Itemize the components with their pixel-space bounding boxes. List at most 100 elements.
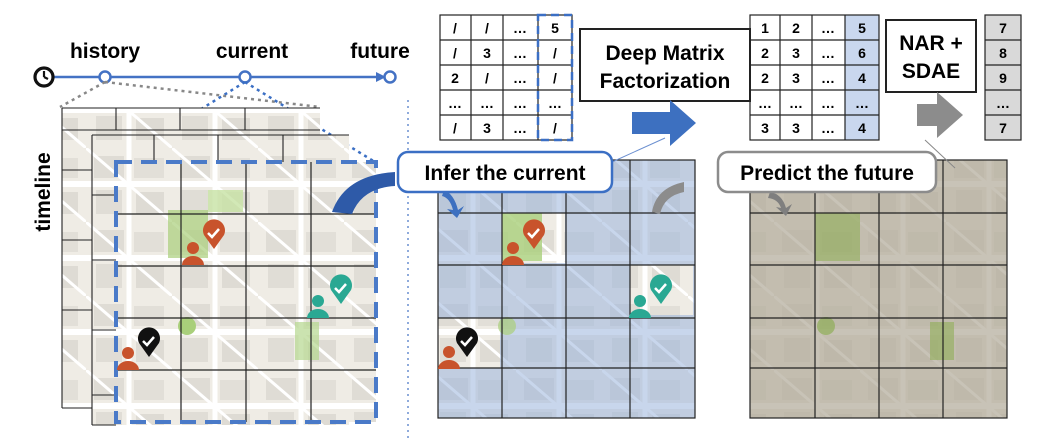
current-marker — [238, 70, 252, 84]
filled-matrix-cell: 4 — [858, 70, 866, 86]
current-projection-line — [244, 80, 376, 164]
nar-sdae-step: NAR + SDAE — [885, 19, 977, 93]
future-label: future — [350, 40, 410, 63]
inferred-current-map — [437, 159, 696, 419]
prediction-column: 7 8 9 … 7 — [984, 14, 1022, 141]
infer-current-text: Infer the current — [424, 162, 585, 185]
nar-label-line2: SDAE — [902, 60, 960, 83]
predict-future-callout: Predict the future — [716, 150, 938, 194]
sparse-matrix-cell: … — [513, 95, 527, 111]
sparse-matrix-cell: … — [548, 95, 562, 111]
sparse-matrix-cell: … — [513, 70, 527, 86]
location-pin-icon-red — [523, 219, 545, 249]
timeline: history current future timeline — [32, 40, 410, 232]
dmf-arrow — [632, 100, 696, 146]
history-projection-line — [59, 80, 106, 109]
sparse-matrix-cell: 3 — [483, 120, 491, 136]
park-area — [208, 190, 243, 212]
user-icon-red — [502, 242, 524, 265]
sparse-matrix-cell: … — [448, 95, 462, 111]
prediction-cell: … — [996, 95, 1010, 111]
predict-future-text: Predict the future — [740, 162, 914, 185]
history-marker — [98, 70, 112, 84]
location-pin-icon-teal — [330, 274, 352, 304]
location-pin-icon-black — [138, 327, 161, 357]
timeline-axis-label: timeline — [32, 152, 55, 231]
clock-icon — [33, 66, 55, 88]
deep-matrix-factorization-step: Deep Matrix Factorization — [579, 28, 751, 102]
filled-matrix-cell: 6 — [858, 45, 866, 61]
sparse-matrix-cell: … — [513, 20, 527, 36]
sparse-matrix-cell: / — [453, 45, 457, 61]
timeline-arrowhead — [376, 72, 386, 82]
park-area — [815, 213, 860, 261]
filled-matrix-cell: … — [855, 95, 869, 111]
predicted-future-map — [749, 159, 1008, 419]
filled-matrix-cell: … — [821, 120, 835, 136]
location-pin-icon-black — [455, 327, 479, 357]
sparse-matrix-cell: / — [553, 70, 557, 86]
filled-matrix-cell: 2 — [761, 70, 769, 86]
history-projection-line — [104, 80, 321, 109]
filled-matrix-cell: 2 — [761, 45, 769, 61]
curved-arrow-gray — [768, 192, 792, 216]
user-icon-teal — [629, 295, 651, 318]
prediction-cell: 7 — [999, 20, 1007, 36]
park-area — [930, 322, 954, 360]
history-label: history — [70, 40, 140, 63]
current-column-highlight — [536, 13, 574, 142]
filled-matrix-cell: 1 — [761, 20, 769, 36]
filled-matrix-cell: … — [821, 20, 835, 36]
nar-arrow — [917, 92, 963, 138]
park-area — [178, 317, 196, 335]
curved-arrow-blue — [442, 190, 464, 218]
sparse-matrix-cell: / — [553, 120, 557, 136]
filled-matrix-cell: 3 — [792, 45, 800, 61]
sparse-matrix-cell: / — [485, 70, 489, 86]
filled-matrix-cell: 3 — [792, 120, 800, 136]
filled-matrix-cell: … — [821, 70, 835, 86]
current-label: current — [216, 40, 288, 63]
current-map-highlight-frame — [114, 160, 378, 424]
user-icon-teal — [307, 295, 329, 318]
sparse-matrix-cell: / — [453, 120, 457, 136]
sparse-matrix-cell: / — [485, 20, 489, 36]
dmf-label-line1: Deep Matrix — [605, 42, 724, 65]
location-pin-icon-teal — [650, 274, 672, 304]
sparse-matrix: //…5/3…/2/…/…………/3…/ — [439, 13, 574, 142]
user-icon-red — [438, 346, 460, 369]
sparse-matrix-cell: … — [513, 45, 527, 61]
user-icon-red — [117, 347, 139, 370]
sparse-matrix-cell: / — [453, 20, 457, 36]
callout-connector — [924, 139, 956, 169]
curved-arrow-gray — [652, 182, 684, 214]
filled-matrix-cell: 3 — [761, 120, 769, 136]
filled-matrix-cell: … — [789, 95, 803, 111]
sparse-matrix-cell: … — [480, 95, 494, 111]
prediction-cell: 8 — [999, 45, 1007, 61]
sparse-matrix-cell: 5 — [551, 20, 559, 36]
sparse-matrix-cell: 2 — [451, 70, 459, 86]
filled-matrix-cell: … — [758, 95, 772, 111]
park-area — [498, 317, 516, 335]
future-marker — [383, 70, 397, 84]
curved-arrow-blue — [332, 172, 395, 214]
current-column-highlight — [845, 15, 879, 140]
filled-matrix-cell: … — [821, 45, 835, 61]
filled-matrix-cell: 2 — [792, 20, 800, 36]
callout-connector — [611, 137, 666, 163]
park-area — [817, 317, 835, 335]
current-map — [114, 160, 378, 424]
filled-matrix-cell: … — [821, 95, 835, 111]
nar-label-line1: NAR + — [899, 32, 963, 55]
location-pin-icon-red — [203, 219, 226, 249]
prediction-cell: 9 — [999, 70, 1007, 86]
sparse-matrix-cell: / — [553, 45, 557, 61]
park-area — [295, 322, 319, 360]
user-icon-red — [182, 242, 204, 265]
filled-matrix-cell: 3 — [792, 70, 800, 86]
sparse-matrix-cell: 3 — [483, 45, 491, 61]
prediction-cell: 7 — [999, 120, 1007, 136]
